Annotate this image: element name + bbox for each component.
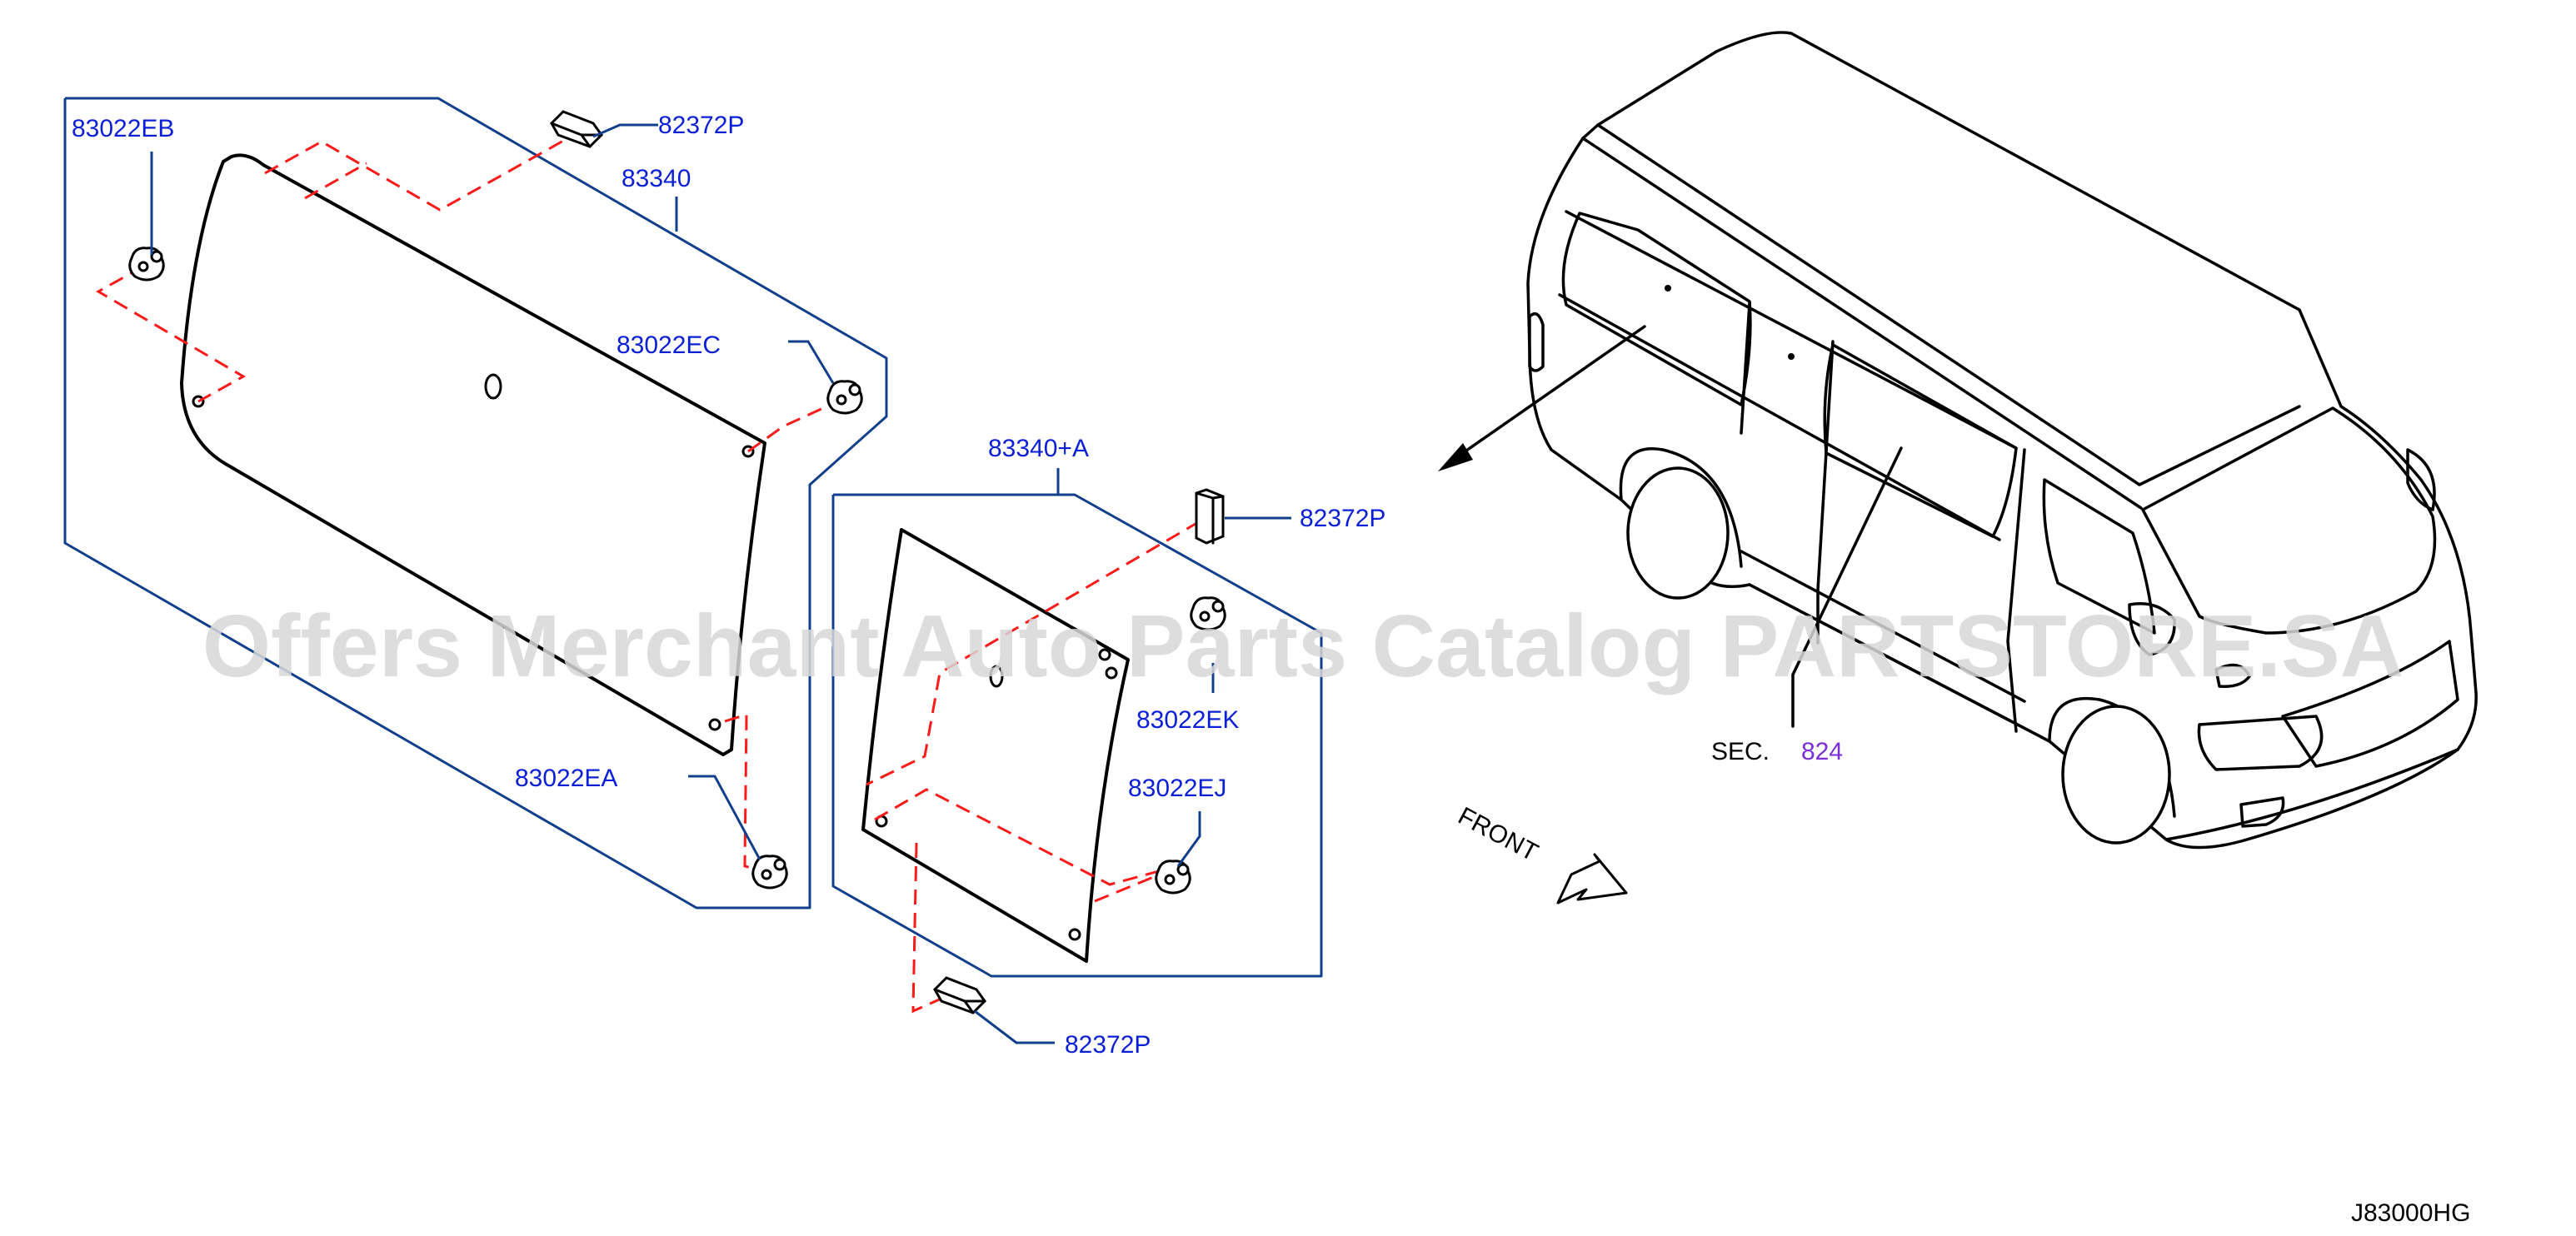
glass-panel-83340A	[861, 528, 1130, 963]
clip-icon	[826, 380, 863, 415]
van-sill	[1740, 550, 2026, 703]
label-83022EC[interactable]: 83022EC	[617, 331, 721, 359]
assembly-line	[724, 712, 766, 873]
assembly-line	[95, 265, 247, 403]
frame-83340A-outline	[831, 493, 1323, 978]
van-illustration	[1438, 31, 2478, 850]
van-side-window-front	[1823, 343, 2018, 538]
leader-82372P-bottom	[974, 1009, 1055, 1044]
front-arrow-icon	[1556, 853, 1628, 905]
assembly-line	[866, 520, 1201, 786]
label-83340A[interactable]: 83340+A	[988, 435, 1089, 462]
assembly-line	[264, 138, 566, 212]
label-83022EA[interactable]: 83022EA	[515, 765, 617, 792]
leader-83022EA	[688, 775, 761, 860]
clip-icon	[1190, 596, 1226, 631]
panel-stud	[1068, 928, 1081, 941]
panel-stud	[708, 718, 721, 731]
van-marker	[1665, 285, 1671, 292]
frame-83340A-group	[831, 468, 1323, 1044]
frame-83340-group	[63, 97, 888, 910]
label-83022EJ[interactable]: 83022EJ	[1128, 775, 1226, 802]
van-rear-handle	[2214, 663, 2251, 688]
arrow-head-icon	[1438, 443, 1473, 471]
panel-hole	[989, 665, 1004, 688]
clip-icon	[1155, 860, 1191, 895]
panel-stud	[1105, 666, 1118, 680]
panel-stud	[1098, 648, 1111, 661]
label-83340[interactable]: 83340	[622, 165, 691, 192]
van-window-frame	[1565, 210, 2018, 450]
front-label: FRONT	[1454, 802, 1543, 867]
arrow-line	[1456, 325, 1646, 458]
van-rear-light	[1528, 311, 1545, 372]
spacer-icon	[550, 110, 603, 148]
assembly-line	[1094, 873, 1161, 903]
leader-83022EC	[788, 340, 835, 384]
assembly-line	[304, 162, 367, 200]
van-wheel-front	[2061, 705, 2171, 845]
frame-83340-outline	[63, 97, 888, 910]
leader-83022EJ	[1176, 811, 1201, 867]
van-front-door-window	[2042, 478, 2156, 635]
van-roof-line	[1596, 123, 2301, 486]
clip-icon	[128, 247, 165, 282]
van-door-seam	[1740, 302, 1751, 435]
drawing-code: J83000HG	[2351, 1199, 2470, 1227]
panel-hole	[484, 373, 502, 400]
van-door-seam	[2006, 448, 2026, 733]
section-prefix: SEC.	[1711, 738, 1770, 765]
label-82372P-top[interactable]: 82372P	[658, 112, 744, 139]
label-83022EK[interactable]: 83022EK	[1136, 706, 1239, 734]
van-wheel-arch-rear	[1619, 447, 1743, 568]
label-82372P-bottom[interactable]: 82372P	[1065, 1031, 1151, 1059]
van-wheel-rear	[1626, 466, 1730, 600]
van-side-window-rear	[1561, 212, 1752, 406]
leader-sec-824	[1791, 446, 1903, 676]
section-link-824[interactable]: 824	[1801, 738, 1843, 765]
watermark: Offers Merchant Auto Parts Catalog PARTS…	[202, 597, 2404, 695]
label-83022EB[interactable]: 83022EB	[72, 115, 174, 142]
van-headlight	[2197, 715, 2324, 771]
spacer-icon	[933, 976, 986, 1014]
van-marker	[1788, 353, 1795, 360]
label-82372P-mid[interactable]: 82372P	[1300, 505, 1385, 532]
glass-panel-83340	[180, 153, 766, 756]
van-mirror	[2128, 602, 2176, 656]
van-sill	[1748, 583, 2051, 743]
clip-icon	[751, 855, 788, 890]
van-grille	[2281, 640, 2459, 768]
van-windscreen	[2141, 406, 2437, 635]
assembly-line	[874, 788, 1166, 886]
van-mirror-arm	[2406, 448, 2436, 511]
leader-82372P-top	[592, 123, 658, 138]
spacer-icon	[1195, 488, 1225, 545]
assembly-line	[747, 398, 842, 453]
van-roof-edge	[1581, 137, 2143, 510]
van-bumper	[2164, 748, 2459, 841]
van-fog-lamp	[2239, 796, 2285, 828]
